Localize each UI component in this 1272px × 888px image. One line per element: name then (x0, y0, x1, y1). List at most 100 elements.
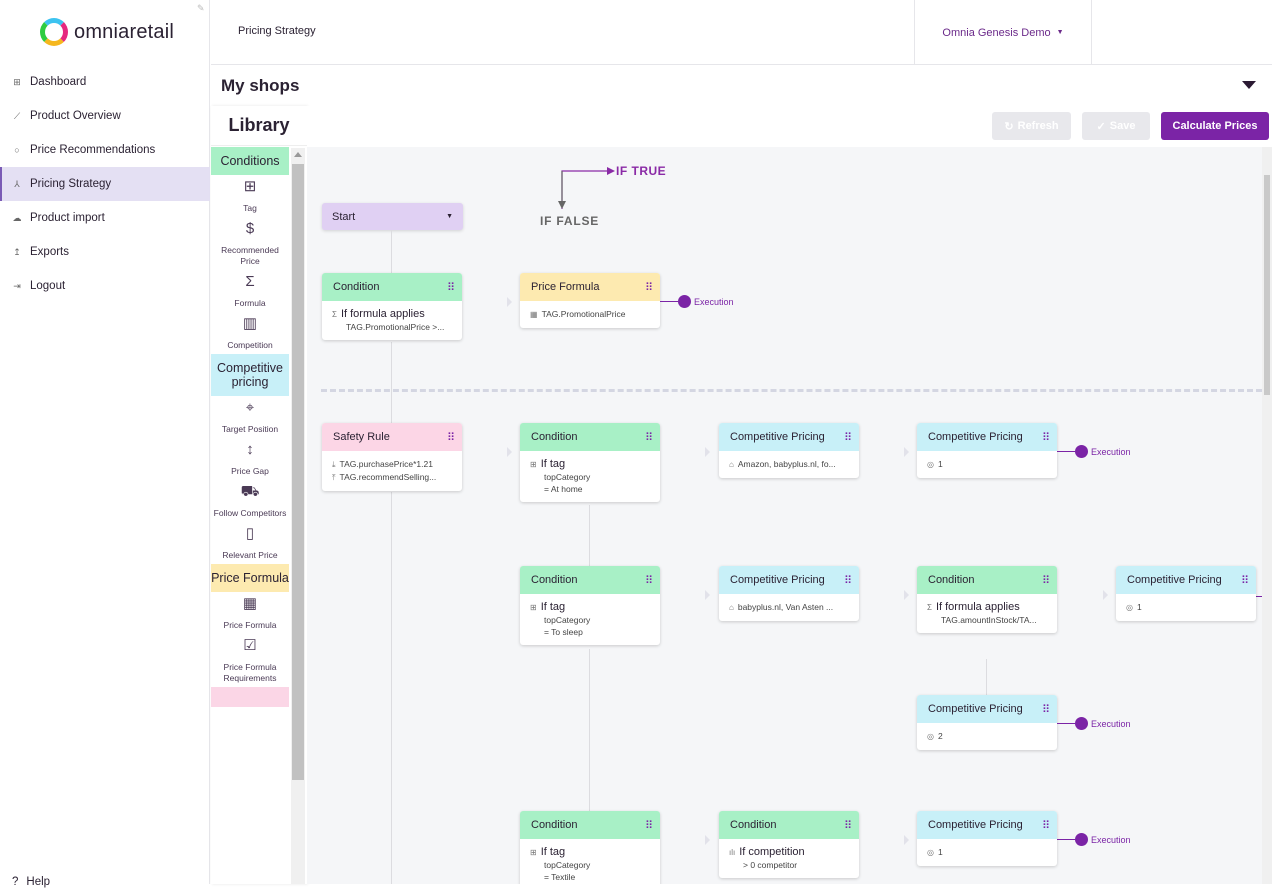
node-price-formula[interactable]: Price Formula⠿▦TAG.PromotionalPrice (520, 273, 660, 328)
drag-handle-icon[interactable]: ⠿ (843, 819, 852, 832)
caret-down-icon: ▼ (446, 213, 453, 220)
library-item-target-position[interactable]: ⌖Target Position (211, 396, 289, 438)
canvas-scrollbar[interactable] (1262, 147, 1272, 884)
recommended-price-icon: $ (245, 220, 255, 237)
page-title: My shops (221, 76, 300, 95)
drag-handle-icon[interactable]: ⠿ (446, 281, 455, 294)
scroll-up-icon[interactable] (294, 152, 302, 157)
node-header[interactable]: Competitive Pricing⠿ (917, 695, 1057, 723)
library-item-price-formula[interactable]: ▦Price Formula (211, 592, 289, 634)
sidebar-item-price-recommendations[interactable]: ○Price Recommendations (0, 133, 210, 167)
library-item-price-formula-requirements[interactable]: ☑Price Formula Requirements (211, 634, 289, 687)
execution-dot-icon[interactable] (1075, 445, 1088, 458)
sidebar-item-product-import[interactable]: ☁Product import (0, 201, 210, 235)
library-item-relevant-price[interactable]: ▯Relevant Price (211, 522, 289, 564)
canvas-scroll-thumb[interactable] (1264, 175, 1270, 395)
calculate-prices-button[interactable]: Calculate Prices (1161, 112, 1269, 140)
node-header[interactable]: Competitive Pricing⠿ (917, 811, 1057, 839)
node-header[interactable]: Condition⠿ (322, 273, 462, 301)
drag-handle-icon[interactable]: ⠿ (644, 281, 653, 294)
library-scroll-thumb[interactable] (292, 164, 304, 780)
node-header[interactable]: Safety Rule⠿ (322, 423, 462, 451)
node-header[interactable]: Condition ⠿ (520, 566, 660, 594)
sidebar-item-pricing-strategy[interactable]: ⅄Pricing Strategy (0, 167, 210, 201)
drag-handle-icon[interactable]: ⠿ (1041, 819, 1050, 832)
node-main-text: If formula applies (340, 308, 425, 320)
library-item-tag[interactable]: ⊞Tag (211, 175, 289, 217)
execution-dot-icon[interactable] (1075, 717, 1088, 730)
node-competitive-pricing[interactable]: Competitive Pricing⠿◎1 (1116, 566, 1256, 621)
library-item-price-gap[interactable]: ↕Price Gap (211, 438, 289, 480)
drag-handle-icon[interactable]: ⠿ (446, 431, 455, 444)
library-item-competition[interactable]: ▥Competition (211, 312, 289, 354)
node-competitive-pricing[interactable]: Competitive Pricing⠿◎1 (917, 423, 1057, 478)
node-header[interactable]: Condition⠿ (520, 811, 660, 839)
execution-marker[interactable]: Execution (1057, 833, 1131, 846)
shop-selector[interactable]: Omnia Genesis Demo▼ (914, 0, 1092, 65)
drag-handle-icon[interactable]: ⠿ (1240, 574, 1249, 587)
node-header[interactable]: Condition ⠿ (520, 423, 660, 451)
drag-handle-icon[interactable]: ⠿ (644, 574, 653, 587)
node-header[interactable]: Price Formula⠿ (520, 273, 660, 301)
sidebar-item-label: Price Recommendations (30, 144, 156, 156)
library-section-more[interactable] (211, 687, 289, 707)
node-title: Condition (531, 431, 578, 443)
node-header[interactable]: Competitive Pricing⠿ (917, 423, 1057, 451)
sidebar-item-product-overview[interactable]: ⟋Product Overview (0, 99, 210, 133)
node-detail: > 0 competitor (743, 860, 798, 870)
help-label: Help (26, 876, 51, 888)
drag-handle-icon[interactable]: ⠿ (843, 431, 852, 444)
node-header[interactable]: Competitive Pricing⠿ (719, 423, 859, 451)
sidebar-item-logout[interactable]: ⇥Logout (0, 269, 210, 303)
library-item-recommended-price[interactable]: $Recommended Price (211, 217, 289, 270)
start-node[interactable]: Start▼ (322, 203, 463, 230)
connector-arrow-icon (904, 447, 909, 457)
node-competitive-pricing[interactable]: Competitive Pricing⠿⌂Amazon, babyplus.nl… (719, 423, 859, 478)
drag-handle-icon[interactable]: ⠿ (644, 819, 653, 832)
execution-marker[interactable]: Execution (660, 295, 734, 308)
execution-marker[interactable]: Execution (1057, 717, 1131, 730)
sidebar-item-dashboard[interactable]: ⊞Dashboard (0, 65, 210, 99)
drag-handle-icon[interactable]: ⠿ (1041, 703, 1050, 716)
library-item-follow-competitors[interactable]: ⛟Follow Competitors (211, 480, 289, 522)
save-button[interactable]: ✓Save (1082, 112, 1150, 140)
library-section-price-formula[interactable]: Price Formula (211, 564, 289, 592)
node-header[interactable]: Competitive Pricing⠿ (1116, 566, 1256, 594)
library-section-competitive-pricing[interactable]: Competitive pricing (211, 354, 289, 396)
drag-handle-icon[interactable]: ⠿ (644, 431, 653, 444)
node-main-text: If competition (739, 846, 805, 858)
refresh-button[interactable]: ↻Refresh (992, 112, 1071, 140)
pin-icon[interactable]: ✎ (197, 3, 205, 13)
node-header[interactable]: Condition⠿ (719, 811, 859, 839)
node-competitive-pricing[interactable]: Competitive Pricing⠿⌂babyplus.nl, Van As… (719, 566, 859, 621)
node-header[interactable]: Condition⠿ (917, 566, 1057, 594)
execution-marker[interactable]: Execution (1057, 445, 1131, 458)
sidebar-item-exports[interactable]: ↥Exports (0, 235, 210, 269)
node-competitive-pricing[interactable]: Competitive Pricing⠿ ◎2 (917, 695, 1057, 750)
library-scrollbar[interactable] (291, 148, 305, 884)
node-detail-row: ◎2 (927, 730, 1047, 743)
help-link[interactable]: ?Help (12, 876, 50, 888)
execution-dot-icon[interactable] (1075, 833, 1088, 846)
library-section-conditions[interactable]: Conditions (211, 147, 289, 175)
node-safety-rule[interactable]: Safety Rule⠿⤓TAG.purchasePrice*1.21⤒TAG.… (322, 423, 462, 491)
node-competitive-pricing[interactable]: Competitive Pricing⠿◎1 (917, 811, 1057, 866)
node-title: Condition (531, 574, 578, 586)
drag-handle-icon[interactable]: ⠿ (843, 574, 852, 587)
execution-dot-icon[interactable] (678, 295, 691, 308)
refresh-label: Refresh (1017, 120, 1059, 132)
drag-handle-icon[interactable]: ⠿ (1041, 574, 1050, 587)
node-header[interactable]: Competitive Pricing⠿ (719, 566, 859, 594)
collapse-toggle-icon[interactable] (1242, 81, 1256, 89)
node-detail: 1 (937, 459, 943, 469)
drag-handle-icon[interactable]: ⠿ (1041, 431, 1050, 444)
